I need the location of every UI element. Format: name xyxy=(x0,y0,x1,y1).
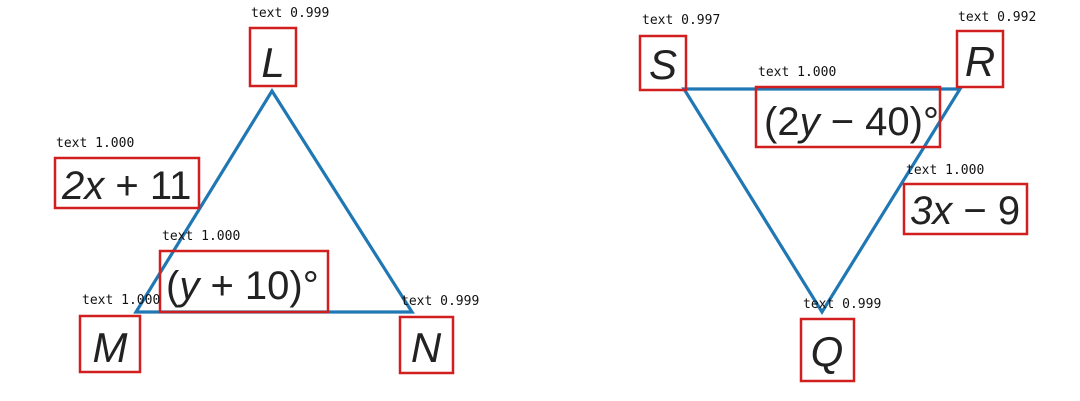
detection-tag-ym-expr: text 1.000 xyxy=(162,229,240,244)
angle-s-rest: − 40)° xyxy=(820,100,939,144)
angle-m-var: y xyxy=(176,264,202,308)
vertex-n: N xyxy=(411,324,442,371)
vertex-n-label: text 0.999 N xyxy=(398,294,479,375)
side-lm-label: 2x + 11 xyxy=(61,164,191,208)
detection-box-lm-expr xyxy=(53,156,201,210)
side-lm-expression: text 1.000 2x + 11 xyxy=(53,136,201,210)
vertex-q-label: text 0.999 Q xyxy=(799,297,881,383)
triangle-lmn: text 0.999 L text 1.000 2x + 11 text 1.0… xyxy=(53,6,479,375)
detection-tag-l: text 0.999 xyxy=(251,6,329,21)
side-rq-expression: text 1.000 3x − 9 xyxy=(902,163,1029,236)
detection-tag-lm-expr: text 1.000 xyxy=(56,136,134,151)
detection-box-l xyxy=(248,26,298,88)
side-rq-rest: − 9 xyxy=(952,189,1020,233)
detection-tag-m: text 1.000 xyxy=(82,293,160,308)
angle-m-rest: + 10)° xyxy=(199,264,318,308)
detection-box-s xyxy=(638,34,688,92)
detection-tag-s: text 0.997 xyxy=(642,13,720,28)
angle-s-open: (2 xyxy=(764,100,800,144)
detection-box-m xyxy=(78,314,142,374)
vertex-r-label: text 0.992 R xyxy=(955,10,1036,89)
angle-m-label: (y + 10)° xyxy=(166,264,319,308)
angle-m-expression: text 1.000 (y + 10)° xyxy=(158,229,330,314)
detection-box-ym-expr xyxy=(158,249,330,314)
detection-box-sr-expr xyxy=(754,85,942,149)
detection-tag-r: text 0.992 xyxy=(958,10,1036,25)
vertex-q: Q xyxy=(811,328,844,375)
vertex-s-label: text 0.997 S xyxy=(638,13,720,92)
vertex-s: S xyxy=(649,41,677,88)
vertex-l-label: text 0.999 L xyxy=(248,6,329,88)
side-lm-var: 2x xyxy=(61,164,106,208)
angle-s-expression: text 1.000 (2y − 40)° xyxy=(754,65,942,149)
vertex-l: L xyxy=(261,39,284,86)
detection-box-n xyxy=(398,315,455,375)
detection-box-r xyxy=(955,29,1005,89)
angle-s-label: (2y − 40)° xyxy=(764,100,939,144)
vertex-m-label: text 1.000 M xyxy=(78,293,160,374)
detection-tag-rq-expr: text 1.000 xyxy=(906,163,984,178)
side-lm-rest: + 11 xyxy=(104,164,191,208)
angle-m-open: ( xyxy=(166,264,180,308)
angle-s-var: y xyxy=(797,100,823,144)
detection-tag-q: text 0.999 xyxy=(803,297,881,312)
side-rq-var: 3x xyxy=(910,189,954,233)
vertex-r: R xyxy=(965,38,995,85)
side-rq-label: 3x − 9 xyxy=(910,189,1020,233)
triangle-srq: text 0.997 S text 0.992 R text 1.000 (2y… xyxy=(638,10,1036,383)
vertex-m: M xyxy=(93,324,128,371)
detection-tag-sr-expr: text 1.000 xyxy=(758,65,836,80)
detection-box-rq-expr xyxy=(902,182,1029,236)
triangle-srq-outline xyxy=(681,87,963,316)
detection-box-q xyxy=(799,317,856,383)
detection-tag-n: text 0.999 xyxy=(401,294,479,309)
